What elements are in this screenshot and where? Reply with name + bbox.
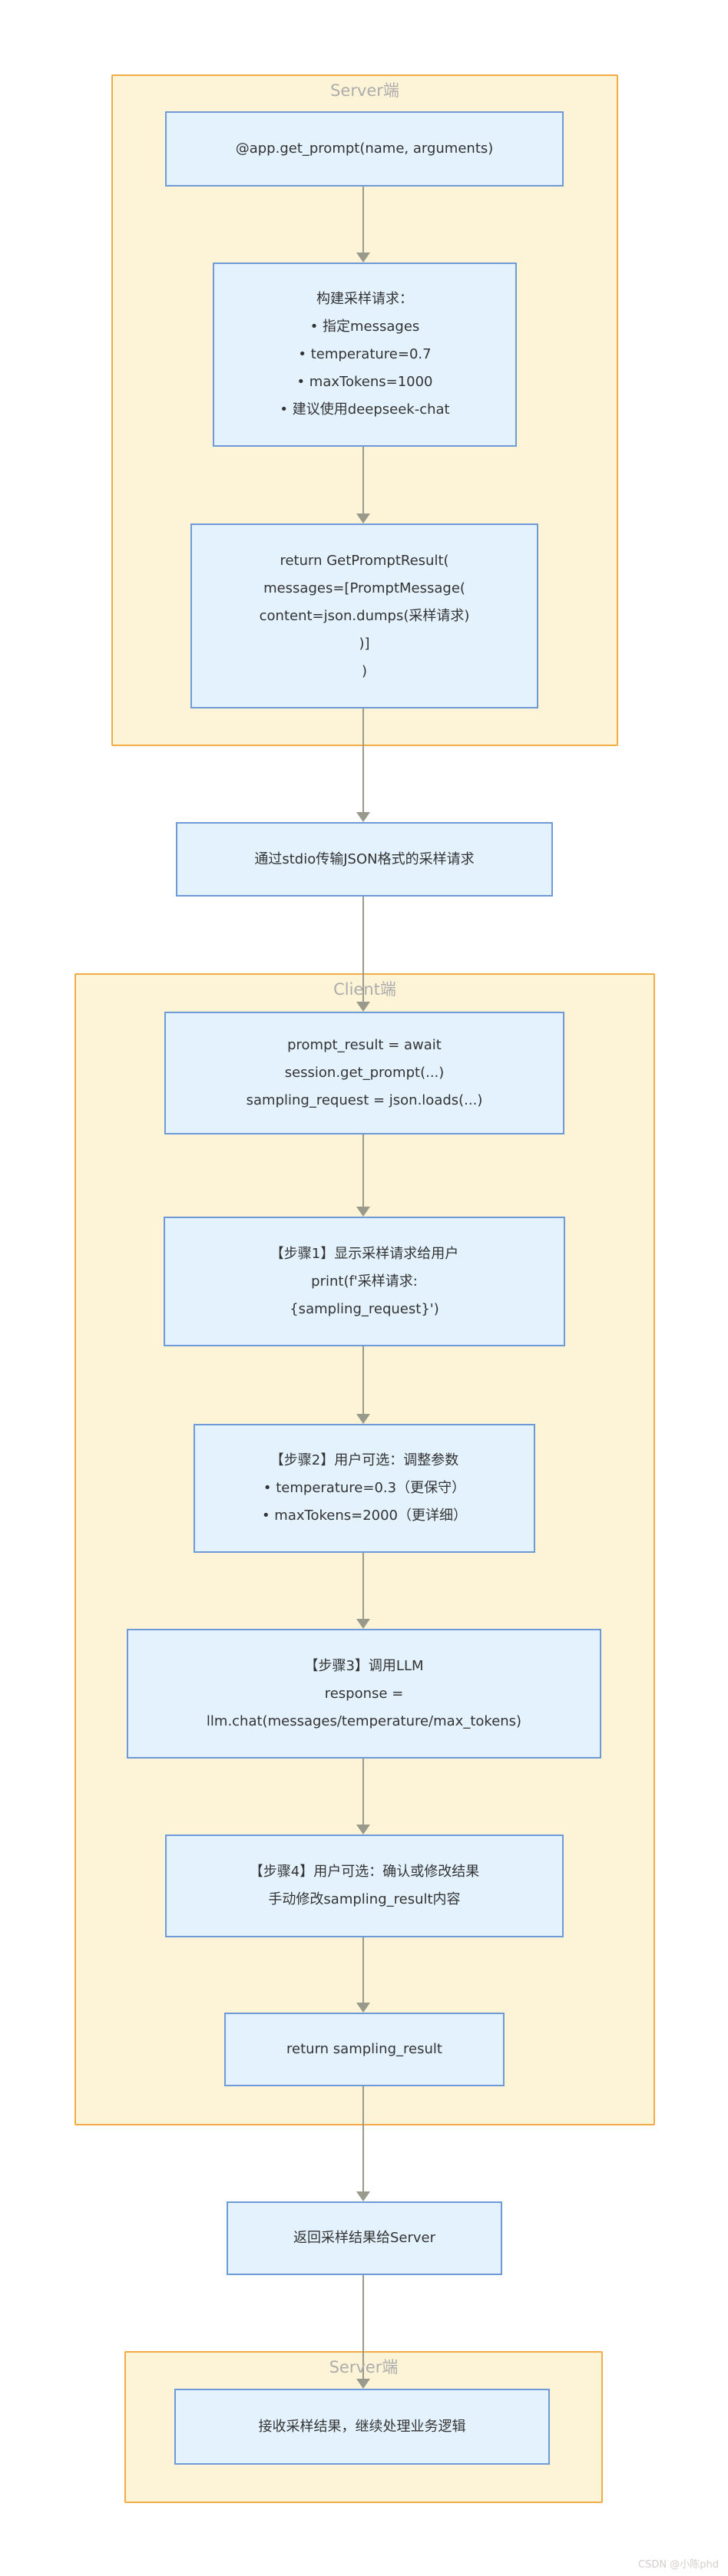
node-send-back: 返回采样结果给Server — [227, 2201, 502, 2275]
node-line: 【步骤4】用户可选：确认或修改结果 — [249, 1864, 480, 1880]
node-line: 返回采样结果给Server — [293, 2230, 436, 2246]
node-line: • 建议使用deepseek-chat — [280, 401, 450, 418]
arrowhead-icon — [356, 812, 370, 822]
node-line: response = — [324, 1685, 404, 1702]
node-line: • temperature=0.3（更保守） — [263, 1480, 466, 1496]
node-line: {sampling_request}') — [290, 1300, 439, 1317]
node-line: 手动修改sampling_result内容 — [268, 1891, 461, 1907]
arrowhead-icon — [356, 2003, 370, 2013]
node-line: • maxTokens=2000（更详细） — [261, 1508, 468, 1524]
arrowhead-icon — [356, 2379, 370, 2389]
node-line: • maxTokens=1000 — [296, 374, 433, 390]
node-line: • 指定messages — [309, 319, 420, 335]
node-step4: 【步骤4】用户可选：确认或修改结果 手动修改sampling_result内容 — [165, 1835, 564, 1937]
node-line: 接收采样结果，继续处理业务逻辑 — [258, 2418, 466, 2435]
node-step2: 【步骤2】用户可选：调整参数 • temperature=0.3（更保守） • … — [194, 1424, 535, 1553]
node-line: 【步骤2】用户可选：调整参数 — [270, 1452, 459, 1468]
arrowhead-icon — [356, 2191, 370, 2201]
arrowhead-icon — [356, 514, 370, 523]
node-line: content=json.dumps(采样请求) — [259, 607, 470, 624]
node-line: print(f'采样请求: — [311, 1273, 418, 1290]
arrowhead-icon — [356, 1825, 370, 1835]
node-client-receive: prompt_result = await session.get_prompt… — [164, 1012, 564, 1134]
node-line: return sampling_result — [286, 2041, 442, 2057]
node-line: 【步骤3】调用LLM — [304, 1657, 424, 1674]
node-stdio-transfer: 通过stdio传输JSON格式的采样请求 — [176, 822, 553, 897]
node-line: session.get_prompt(...) — [284, 1065, 445, 1081]
node-line: @app.get_prompt(name, arguments) — [235, 140, 494, 157]
node-line: 【步骤1】显示采样请求给用户 — [270, 1245, 459, 1262]
node-line: prompt_result = await — [287, 1037, 442, 1053]
node-step1: 【步骤1】显示采样请求给用户 print(f'采样请求: {sampling_r… — [164, 1217, 565, 1346]
arrowhead-icon — [356, 1002, 370, 1012]
node-get-prompt: @app.get_prompt(name, arguments) — [165, 111, 564, 187]
node-line: )] — [359, 635, 370, 652]
arrowhead-icon — [356, 1619, 370, 1629]
node-build-request: 构建采样请求： • 指定messages • temperature=0.7 •… — [213, 263, 517, 447]
node-line: • temperature=0.7 — [298, 346, 432, 362]
node-server-receive: 接收采样结果，继续处理业务逻辑 — [174, 2389, 550, 2465]
arrowhead-icon — [356, 1414, 370, 1424]
node-return-result: return sampling_result — [224, 2013, 505, 2086]
node-line: ) — [361, 662, 368, 679]
node-line: 通过stdio传输JSON格式的采样请求 — [254, 850, 475, 867]
node-step3: 【步骤3】调用LLM response = llm.chat(messages/… — [127, 1629, 601, 1759]
arrowhead-icon — [356, 1207, 370, 1217]
node-line: sampling_request = json.loads(...) — [246, 1092, 483, 1108]
node-return-prompt-result: return GetPromptResult( messages=[Prompt… — [190, 523, 538, 708]
node-line: llm.chat(messages/temperature/max_tokens… — [206, 1712, 522, 1729]
node-line: messages=[PromptMessage( — [263, 580, 465, 596]
csdn-watermark: CSDN @小陈phd — [638, 2559, 719, 2571]
arrowhead-icon — [356, 253, 370, 263]
node-line: 构建采样请求： — [316, 291, 413, 307]
node-line: return GetPromptResult( — [280, 552, 449, 569]
